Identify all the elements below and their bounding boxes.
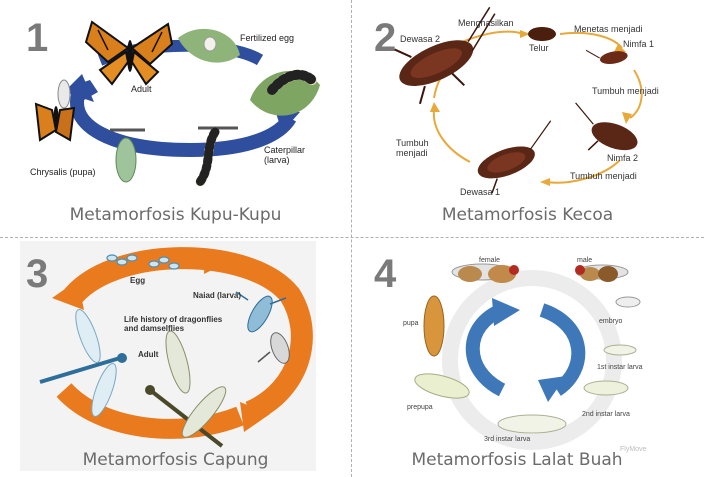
label-dewasa-2: Dewasa 2 [400,34,441,44]
label-caterpillar: Caterpillar (larva) [264,145,306,165]
horizontal-divider [0,237,704,238]
panel-number: 3 [26,252,49,296]
dragonfly-cycle-diagram [39,247,313,448]
larva-2-image [583,380,629,396]
egg-case-image [528,27,556,41]
butterfly-cycle-diagram [34,20,320,187]
label-menghasilkan: Menghasilkan [458,18,514,28]
vertical-divider [351,0,352,477]
label-tumbuh-kiri: Tumbuh menjadi [396,138,429,158]
watermark: FlyMove [620,446,647,453]
fruitfly-cycle-diagram [414,263,641,450]
label-adult: Adult [138,350,159,359]
adult-cockroach-1-image [477,120,552,194]
cycle-ring-upper [61,247,313,423]
label-naiad: Naiad (larva) [193,291,242,300]
label-larva-1: 1st instar larva [597,364,643,371]
cycle-arrowhead-left [64,74,94,102]
label-nimfa-1: Nimfa 1 [623,39,655,49]
label-larva-3: 3rd instar larva [484,436,531,443]
cycle-arrowhead [52,280,84,310]
adult-cockroach-2-image [394,6,496,105]
adult-dragonfly-lower-image [145,330,227,448]
cycle-ring-lower [56,382,244,439]
embryo-image [615,296,641,308]
label-male: male [577,257,593,264]
pupa-image [423,295,445,357]
label-nimfa-2: Nimfa 2 [607,153,639,163]
naiad-emerging-image [257,332,290,364]
cycle-arrow-left [465,303,506,397]
nymph-1-image [585,49,628,64]
eggs-image [106,254,180,270]
label-menetas: Menetas menjadi [574,24,643,34]
label-prepupa: prepupa [407,404,433,411]
panel-number: 4 [374,252,397,296]
label-pupa: pupa [403,320,419,327]
panel-number: 2 [374,16,397,60]
panel-number: 1 [26,16,49,60]
caption-dragonfly: Metamorfosis Capung [82,450,269,470]
egg-leaf-image [178,28,240,63]
naiad-image [235,291,287,333]
label-embryo: embryo [599,318,623,325]
label-fertilized-egg: Fertilized egg [240,33,295,43]
label-life-history: Life history of dragonflies and damselfl… [124,315,223,333]
nymph-2-image [575,102,638,151]
chrysalis-image [110,128,145,183]
larva-3-image [497,414,567,434]
label-adult: Adult [131,84,152,94]
caterpillar-image [250,69,320,116]
prepupa-image [414,373,470,399]
cycle-arrow-right [539,303,586,396]
caption-cockroach: Metamorfosis Kecoa [441,205,614,225]
caption-fruitfly: Metamorfosis Lalat Buah [411,450,623,470]
label-telur: Telur [529,43,549,53]
label-chrysalis: Chrysalis (pupa) [30,167,96,177]
female-fly-image [451,263,519,283]
adult-dragonfly-image [39,309,127,417]
label-female: female [479,257,501,264]
male-fly-image [575,264,629,282]
cycle-arc-top-right [559,32,623,49]
label-tumbuh-kanan: Tumbuh menjadi [592,86,659,96]
cycle-ring [442,270,622,450]
cycle-arrow-lower [70,93,297,158]
cockroach-cycle-diagram [394,6,643,194]
label-egg: Egg [130,276,146,285]
larva-1-image [603,344,637,356]
label-dewasa-1: Dewasa 1 [460,187,501,197]
emerging-butterfly-image [34,79,76,142]
label-tumbuh-bawah: Tumbuh menjadi [570,171,637,181]
caption-butterfly: Metamorfosis Kupu-Kupu [69,205,282,225]
label-larva-2: 2nd instar larva [582,411,630,418]
adult-butterfly-image [84,20,174,86]
prepupa-image [195,126,238,187]
